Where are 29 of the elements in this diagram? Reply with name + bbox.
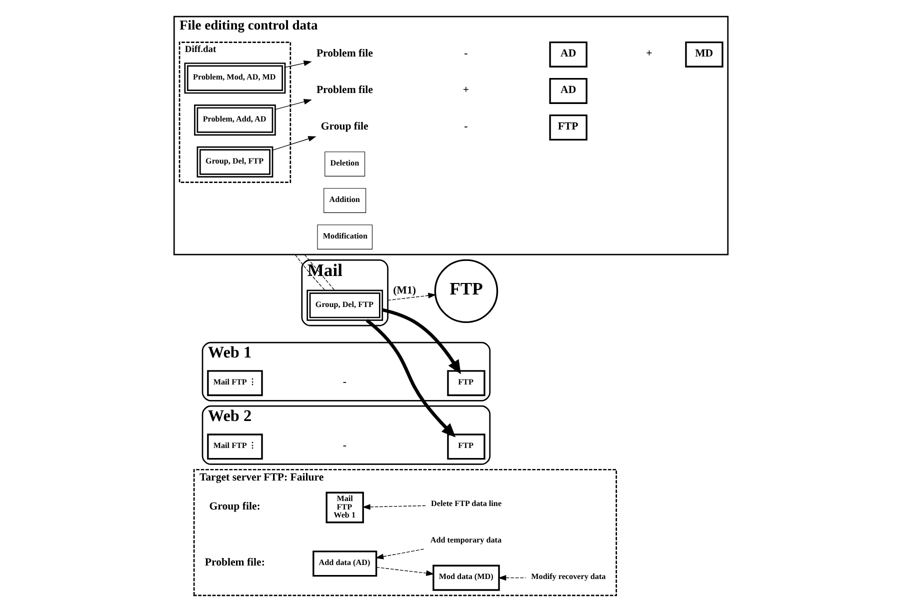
node-text: Group file [320, 120, 368, 132]
arrow [374, 548, 425, 560]
label: - [464, 47, 468, 60]
arrow [376, 566, 434, 576]
arrow [284, 60, 312, 68]
label: + [462, 84, 468, 96]
connector [304, 254, 334, 291]
arrow [498, 574, 526, 581]
edge-label: (M1) [392, 284, 416, 297]
arrow [365, 318, 456, 438]
label: - [342, 376, 346, 388]
node-text: Problem file [316, 84, 372, 96]
node-text: Problem file [316, 47, 372, 60]
node-circle: FTP [434, 259, 498, 324]
arrow [274, 98, 312, 110]
label: Problem file: [204, 556, 264, 569]
node-box: AD [548, 78, 587, 104]
connector [294, 254, 325, 291]
label: - [342, 440, 346, 452]
label: Group file: [208, 500, 260, 512]
arrow [382, 308, 460, 374]
arrow [362, 504, 426, 510]
node-box: MD [684, 41, 723, 68]
node-box: FTP [548, 114, 587, 140]
node-box: AD [548, 41, 587, 68]
arrow [386, 292, 436, 301]
arrow [272, 136, 316, 151]
label: - [464, 120, 468, 132]
label: + [646, 47, 652, 60]
